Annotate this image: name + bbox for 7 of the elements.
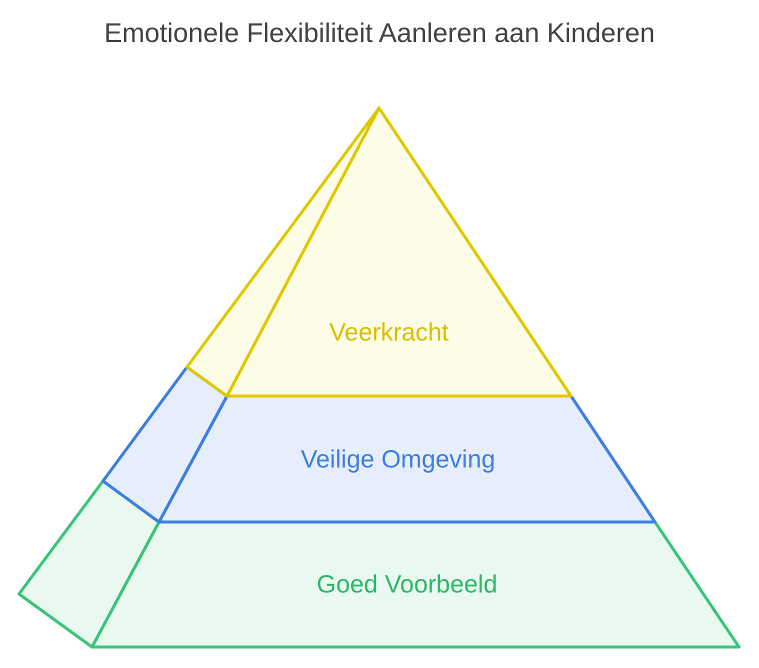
pyramid-layer bbox=[103, 367, 655, 522]
layer-label: Goed Voorbeeld bbox=[316, 570, 498, 600]
pyramid-layer bbox=[187, 108, 571, 396]
layer-label: Veilige Omgeving bbox=[300, 446, 496, 474]
diagram-title: Emotionele Flexibiliteit Aanleren aan Kinderen bbox=[103, 18, 656, 49]
pyramid-layer bbox=[19, 481, 739, 647]
layer-label: Veerkracht bbox=[329, 318, 449, 348]
